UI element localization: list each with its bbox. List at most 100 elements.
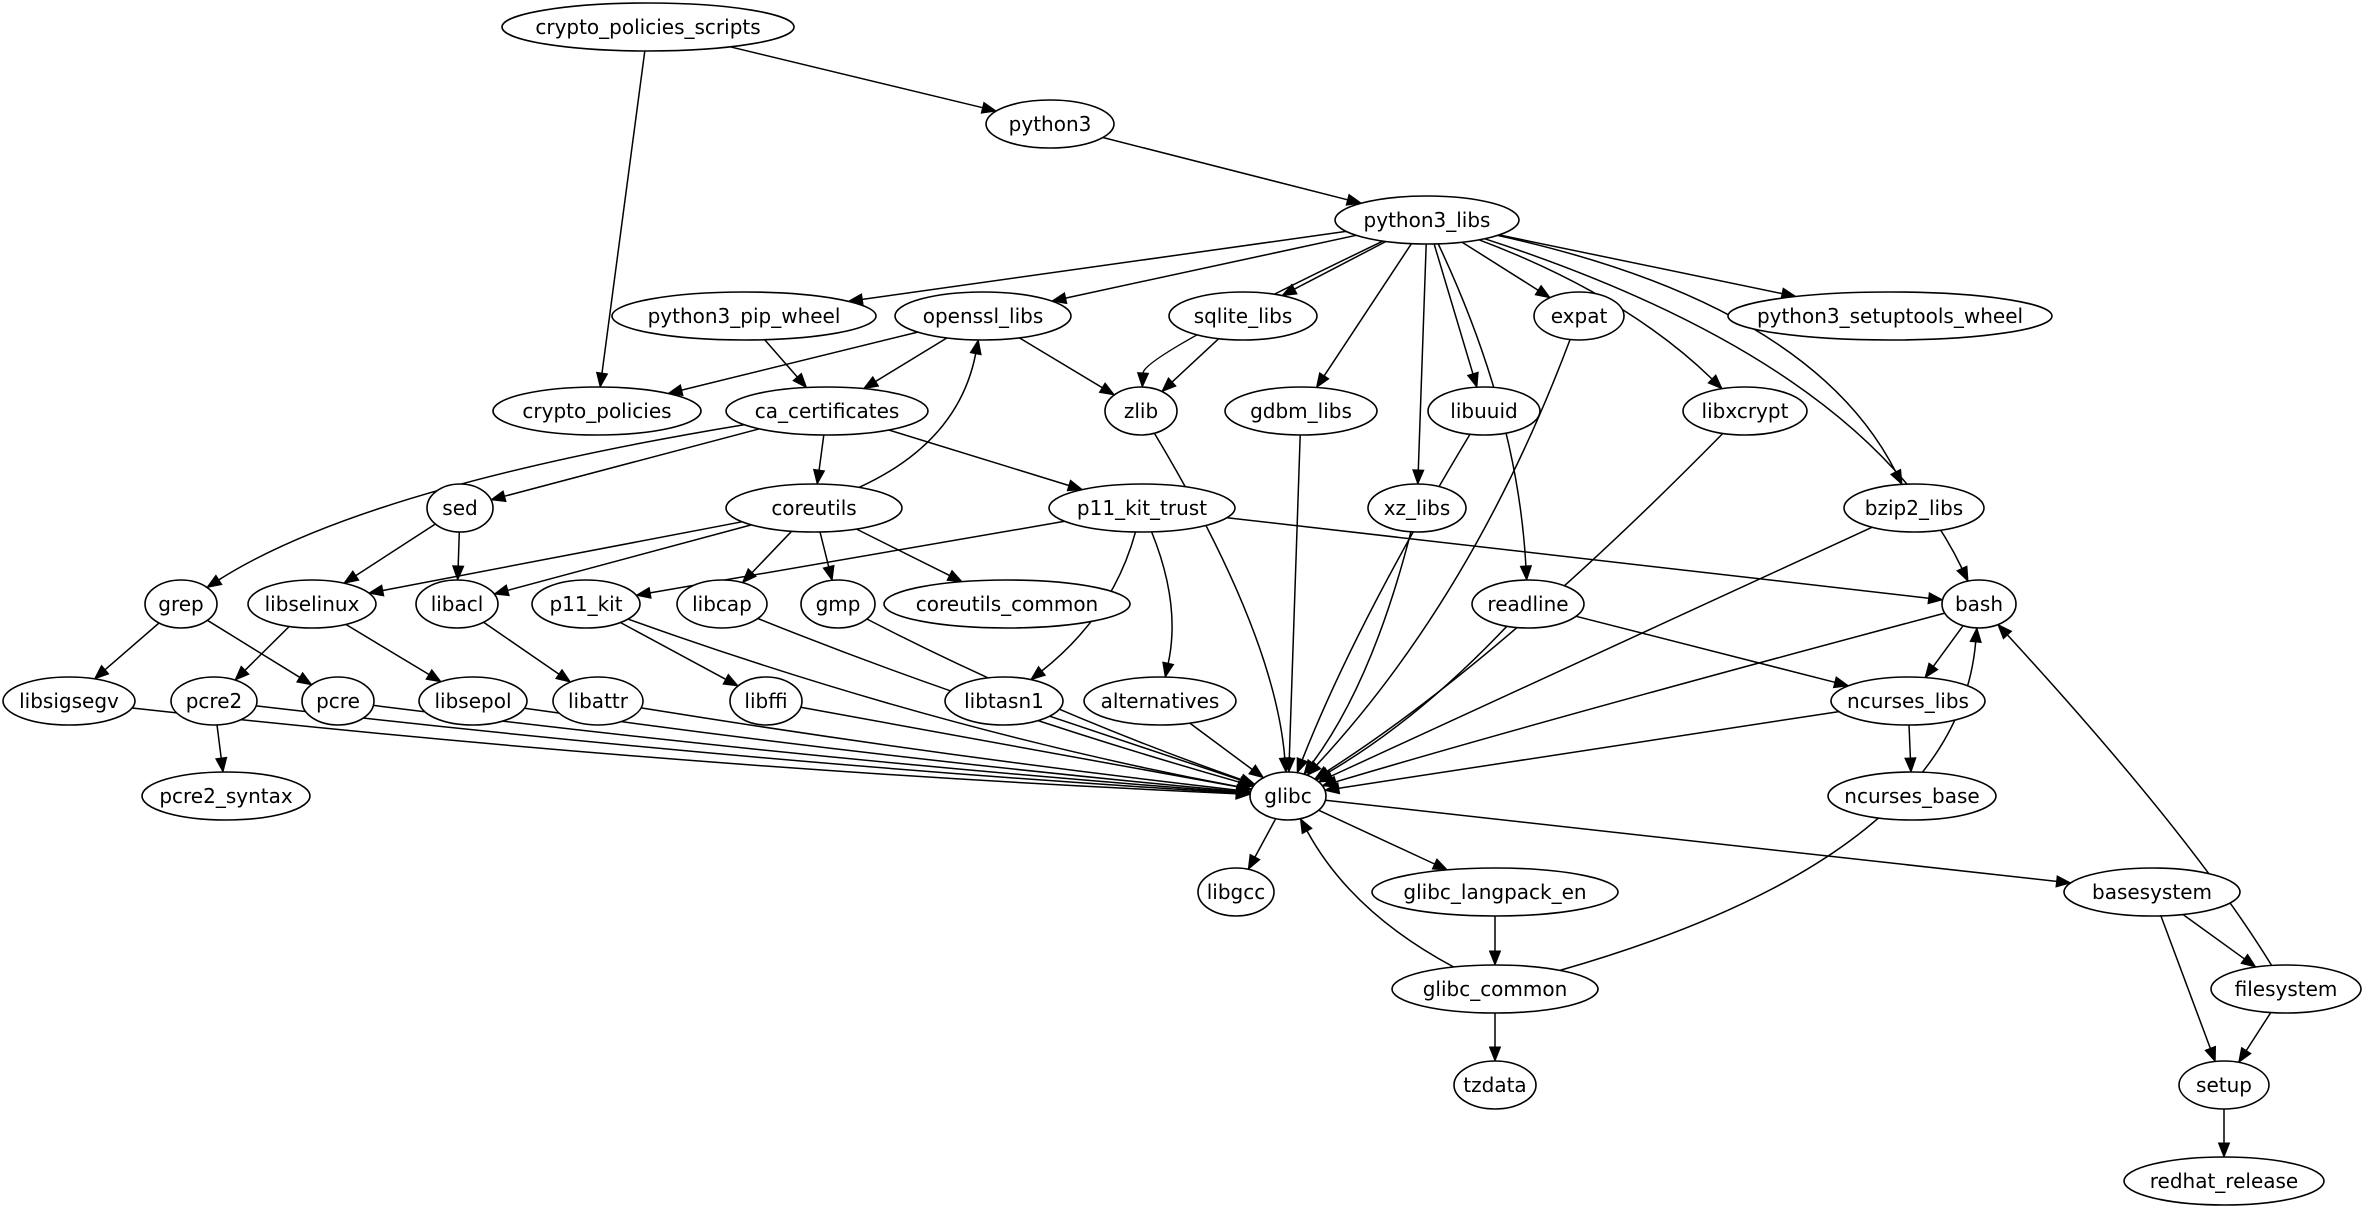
node-shape [144, 579, 218, 629]
node-shape [1224, 386, 1378, 436]
arrowhead-icon [215, 756, 228, 774]
arrowhead-icon [1050, 291, 1068, 305]
edge-line [1065, 234, 1357, 299]
edge-line [1338, 710, 1840, 789]
node-pcre2[interactable]: pcre2 [170, 676, 258, 726]
arrowhead-icon [1969, 626, 1982, 643]
edge-libuuid-to-glibc [1296, 433, 1471, 774]
node-xz_libs[interactable]: xz_libs [1367, 483, 1467, 533]
node-shape [492, 386, 702, 436]
edge-python3_libs-to-libuuid [1433, 243, 1479, 389]
node-shape [141, 771, 311, 821]
arrowhead-icon [1707, 374, 1723, 390]
edge-line [1461, 241, 1539, 291]
node-shape [1104, 386, 1178, 436]
node-glibc_common[interactable]: glibc_common [1391, 964, 1599, 1014]
node-shape [2210, 964, 2362, 1014]
node-filesystem[interactable]: filesystem [2210, 964, 2362, 1014]
edge-line [1575, 615, 1836, 684]
node-libxcrypt[interactable]: libxcrypt [1682, 386, 1808, 436]
edge-line [1189, 722, 1253, 771]
node-crypto_policies[interactable]: crypto_policies [492, 386, 702, 436]
edge-line [2182, 913, 2245, 960]
node-redhat_release[interactable]: redhat_release [2123, 1156, 2325, 1206]
node-gmp[interactable]: gmp [800, 579, 876, 629]
arrowhead-icon [1283, 757, 1296, 774]
node-coreutils_common[interactable]: coreutils_common [883, 579, 1131, 629]
node-grep[interactable]: grep [144, 579, 218, 629]
node-pcre[interactable]: pcre [301, 676, 375, 726]
node-openssl_libs[interactable]: openssl_libs [894, 291, 1072, 341]
arrowhead-icon [1162, 661, 1175, 679]
node-libcap[interactable]: libcap [676, 579, 768, 629]
arrowhead-icon [451, 565, 465, 582]
node-tzdata[interactable]: tzdata [1453, 1060, 1537, 1110]
node-label: libsepol [434, 689, 511, 713]
node-libuuid[interactable]: libuuid [1427, 386, 1541, 436]
edge-xz_libs-to-glibc [1303, 531, 1412, 776]
node-alternatives[interactable]: alternatives [1083, 676, 1237, 726]
edge-glibc-to-basesystem [1325, 799, 2072, 888]
node-sqlite_libs[interactable]: sqlite_libs [1168, 291, 1318, 341]
node-libacl[interactable]: libacl [415, 579, 499, 629]
arrowhead-icon [1927, 592, 1944, 605]
node-label: bzip2_libs [1865, 496, 1963, 520]
node-shape [944, 676, 1064, 726]
node-pcre2_syntax[interactable]: pcre2_syntax [141, 771, 311, 821]
node-zlib[interactable]: zlib [1104, 386, 1178, 436]
node-libtasn1[interactable]: libtasn1 [944, 676, 1064, 726]
node-python3_libs[interactable]: python3_libs [1334, 195, 1520, 245]
node-label: pcre [316, 689, 360, 713]
node-coreutils[interactable]: coreutils [725, 483, 903, 533]
node-ncurses_libs[interactable]: ncurses_libs [1830, 676, 1986, 726]
node-sed[interactable]: sed [426, 483, 494, 533]
edge-line [483, 621, 560, 675]
node-label: setup [2196, 1073, 2252, 1097]
node-libgcc[interactable]: libgcc [1197, 867, 1275, 917]
edge-grep-to-libsigsegv [93, 622, 160, 680]
node-libselinux[interactable]: libselinux [247, 579, 377, 629]
node-libffi[interactable]: libffi [729, 676, 803, 726]
node-libsepol[interactable]: libsepol [418, 676, 528, 726]
edge-libselinux-to-libsepol [345, 623, 443, 683]
node-expat[interactable]: expat [1533, 291, 1625, 341]
node-basesystem[interactable]: basesystem [2063, 867, 2241, 917]
node-bzip2_libs[interactable]: bzip2_libs [1843, 483, 1985, 533]
node-label: expat [1551, 304, 1608, 328]
edge-line [1323, 243, 1413, 377]
arrowhead-icon [822, 564, 835, 582]
node-libattr[interactable]: libattr [552, 676, 644, 726]
node-glibc[interactable]: glibc [1249, 771, 1327, 821]
node-p11_kit[interactable]: p11_kit [531, 579, 641, 629]
node-ca_certificates[interactable]: ca_certificates [725, 386, 929, 436]
node-label: coreutils [771, 496, 856, 520]
edge-line [1311, 531, 1412, 764]
arrowhead-icon [1488, 950, 1502, 967]
node-python3_pip_wheel[interactable]: python3_pip_wheel [611, 291, 877, 341]
node-python3[interactable]: python3 [985, 99, 1115, 149]
edge-line [888, 429, 1070, 487]
node-glibc_langpack_en[interactable]: glibc_langpack_en [1371, 867, 1619, 917]
edge-ca_certificates-to-grep [205, 423, 745, 589]
node-python3_setuptools_wheel[interactable]: python3_setuptools_wheel [1727, 291, 2053, 341]
node-label: zlib [1124, 399, 1158, 423]
node-libsigsegv[interactable]: libsigsegv [2, 676, 136, 726]
edge-crypto_policies_scripts-to-crypto_policies [595, 50, 646, 389]
node-p11_kit_trust[interactable]: p11_kit_trust [1048, 483, 1236, 533]
arrowhead-icon [969, 338, 982, 356]
edge-line [764, 339, 798, 378]
edge-line [1150, 531, 1173, 664]
node-setup[interactable]: setup [2178, 1060, 2270, 1110]
arrowhead-icon [1534, 284, 1552, 299]
node-gdbm_libs[interactable]: gdbm_libs [1224, 386, 1378, 436]
node-crypto_policies_scripts[interactable]: crypto_policies_scripts [501, 2, 795, 52]
edge-python3_pip_wheel-to-ca_certificates [764, 339, 808, 389]
node-bash[interactable]: bash [1941, 579, 2017, 629]
node-label: libtasn1 [964, 689, 1044, 713]
node-readline[interactable]: readline [1471, 579, 1585, 629]
edge-line [504, 428, 760, 497]
edge-ca_certificates-to-sed [489, 428, 760, 503]
node-label: python3_libs [1364, 208, 1491, 232]
edge-coreutils-to-libcap [741, 530, 793, 584]
node-ncurses_base[interactable]: ncurses_base [1827, 771, 1997, 821]
